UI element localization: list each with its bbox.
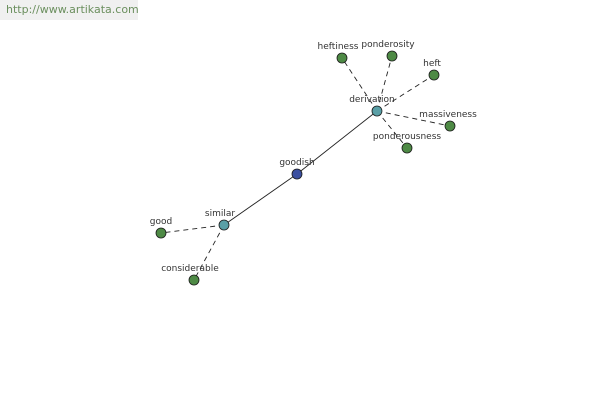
node-heft-label: heft: [423, 59, 441, 69]
edge-derivation-heftiness: [341, 57, 378, 112]
node-heftiness-dot[interactable]: [336, 52, 348, 64]
watermark-link[interactable]: http://www.artikata.com: [0, 0, 139, 20]
edge-goodish-derivation: [296, 110, 378, 175]
node-ponderousness[interactable]: ponderousness: [373, 132, 442, 154]
node-heft[interactable]: heft: [423, 59, 441, 81]
edge-derivation-massiveness: [376, 110, 451, 127]
edge-derivation-ponderousness: [376, 110, 408, 149]
node-good-label: good: [150, 217, 172, 227]
edge-derivation-ponderosity: [376, 55, 393, 112]
node-similar-label: similar: [205, 209, 235, 219]
node-massiveness-dot[interactable]: [444, 120, 456, 132]
node-goodish[interactable]: goodish: [279, 158, 315, 180]
node-ponderousness-dot[interactable]: [401, 142, 413, 154]
node-ponderosity-dot[interactable]: [386, 50, 398, 62]
node-goodish-label: goodish: [279, 158, 314, 168]
node-ponderosity[interactable]: ponderosity: [361, 40, 415, 62]
edge-derivation-heft: [376, 74, 435, 112]
node-considerable-dot[interactable]: [188, 274, 200, 286]
node-massiveness-label: massiveness: [419, 110, 477, 120]
node-derivation-label: derivation: [349, 95, 395, 105]
node-similar-dot[interactable]: [218, 219, 230, 231]
node-heft-dot[interactable]: [428, 69, 440, 81]
node-considerable-label: considerable: [161, 264, 219, 274]
node-ponderosity-label: ponderosity: [361, 40, 415, 50]
edge-goodish-similar: [223, 173, 298, 226]
node-massiveness[interactable]: massiveness: [419, 110, 477, 132]
edge-similar-good: [160, 224, 225, 234]
edge-similar-considerable: [193, 224, 225, 281]
node-good[interactable]: good: [150, 217, 172, 239]
node-good-dot[interactable]: [155, 227, 167, 239]
edge-layer: [160, 55, 451, 281]
node-derivation[interactable]: derivation: [349, 95, 395, 117]
node-considerable[interactable]: considerable: [161, 264, 219, 286]
node-goodish-dot[interactable]: [291, 168, 303, 180]
node-heftiness-label: heftiness: [318, 42, 359, 52]
node-similar[interactable]: similar: [205, 209, 235, 231]
node-derivation-dot[interactable]: [371, 105, 383, 117]
node-ponderousness-label: ponderousness: [373, 132, 442, 142]
node-heftiness[interactable]: heftiness: [318, 42, 359, 64]
